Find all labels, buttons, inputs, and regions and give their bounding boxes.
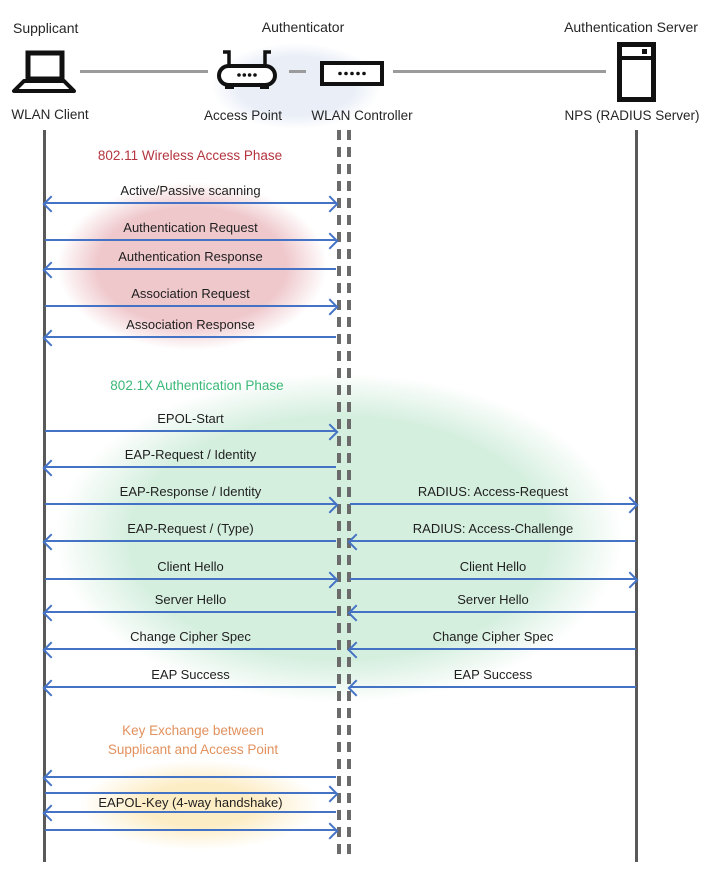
message-eapol-key-1	[42, 769, 336, 787]
arrow-line	[45, 268, 336, 270]
arrow-line	[45, 336, 336, 338]
role-supplicant: Supplicant	[13, 20, 79, 36]
message-label: EAP Success	[151, 667, 230, 682]
message-label: Active/Passive scanning	[120, 183, 261, 198]
arrow-line	[350, 503, 636, 505]
arrow-line	[45, 648, 336, 650]
phase3-title-line1: Key Exchange between	[122, 723, 264, 738]
connector-line	[393, 70, 606, 73]
message-authentication-request: Authentication Request	[45, 220, 339, 250]
message-client-hello-right: Client Hello	[350, 559, 639, 589]
message-association-request: Association Request	[45, 286, 339, 316]
connector-line	[80, 70, 208, 73]
message-label: EAP Success	[453, 667, 533, 682]
phase1-title: 802.11 Wireless Access Phase	[97, 148, 283, 163]
arrow-line	[45, 686, 336, 688]
message-eapol-key-3: EAPOL-Key (4-way handshake)	[42, 795, 336, 822]
message-label: EAP-Request / Identity	[124, 447, 257, 462]
message-label: EAP-Response / Identity	[119, 484, 262, 499]
message-label: EAP-Request / (Type)	[127, 521, 254, 536]
message-label: Authentication Response	[118, 249, 263, 264]
message-eapol-key-4	[45, 822, 339, 840]
arrow-line	[45, 466, 336, 468]
lifeline-authenticator-dashed-1	[337, 130, 341, 854]
message-label: Client Hello	[459, 559, 527, 574]
message-label: Server Hello	[457, 592, 529, 607]
phase3-title: Key Exchange between Supplicant and Acce…	[78, 721, 308, 759]
device-label-wlan-controller: WLAN Controller	[311, 108, 413, 123]
message-change-cipher-spec-right: Change Cipher Spec	[347, 629, 636, 659]
message-association-response: Association Response	[42, 317, 336, 347]
lifeline-authentication-server	[635, 130, 638, 862]
message-client-hello-left: Client Hello	[45, 559, 339, 589]
message-label: EAPOL-Key (4-way handshake)	[98, 795, 283, 810]
message-active-passive-scanning: Active/Passive scanning	[42, 183, 339, 213]
phase3-ellipse	[75, 758, 325, 852]
arrow-line	[350, 540, 636, 542]
message-label: Authentication Request	[123, 220, 258, 235]
message-label: Association Response	[126, 317, 255, 332]
arrow-line	[45, 430, 336, 432]
wlan-controller-icon	[320, 61, 384, 86]
arrow-line	[45, 540, 336, 542]
message-eap-request-type: EAP-Request / (Type)	[42, 521, 336, 551]
role-authenticator: Authenticator	[261, 19, 345, 35]
message-label: Server Hello	[154, 592, 227, 607]
message-label: Client Hello	[157, 559, 224, 574]
arrow-line	[350, 611, 636, 613]
phase2-title: 802.1X Authentication Phase	[110, 378, 284, 393]
laptop-icon	[12, 50, 76, 93]
message-server-hello-left: Server Hello	[42, 592, 336, 622]
message-change-cipher-spec-left: Change Cipher Spec	[42, 629, 336, 659]
message-epol-start: EPOL-Start	[45, 411, 339, 441]
arrow-line	[45, 811, 336, 813]
phase1-ellipse	[57, 182, 327, 350]
device-label-access-point: Access Point	[203, 108, 283, 123]
lifeline-supplicant	[43, 130, 46, 862]
message-label: Change Cipher Spec	[130, 629, 251, 644]
message-authentication-response: Authentication Response	[42, 249, 336, 279]
role-authentication-server: Authentication Server	[564, 19, 698, 35]
arrow-line	[45, 792, 336, 794]
arrow-line	[45, 578, 336, 580]
phase3-title-line2: Supplicant and Access Point	[107, 742, 279, 757]
message-radius-access-request: RADIUS: Access-Request	[350, 484, 639, 514]
connector-line	[289, 70, 306, 73]
arrow-line	[45, 776, 336, 778]
message-server-hello-right: Server Hello	[347, 592, 636, 622]
message-radius-access-challenge: RADIUS: Access-Challenge	[347, 521, 636, 551]
arrow-line	[350, 648, 636, 650]
arrow-line	[45, 202, 336, 204]
arrow-line	[45, 503, 336, 505]
access-point-icon	[217, 50, 277, 89]
server-icon	[617, 42, 656, 102]
device-label-nps-radius-server: NPS (RADIUS Server)	[564, 108, 700, 123]
arrow-line	[350, 686, 636, 688]
message-eapol-key-2	[45, 785, 339, 803]
lifeline-authenticator-dashed-2	[347, 130, 351, 854]
message-eap-success-left: EAP Success	[42, 667, 336, 697]
arrow-line	[45, 239, 336, 241]
message-label: RADIUS: Access-Request	[417, 484, 569, 499]
message-eap-response-identity: EAP-Response / Identity	[45, 484, 339, 514]
arrow-line	[45, 305, 336, 307]
message-label: Change Cipher Spec	[432, 629, 554, 644]
message-eap-success-right: EAP Success	[347, 667, 636, 697]
device-label-wlan-client: WLAN Client	[11, 107, 89, 122]
arrow-line	[45, 829, 336, 831]
message-label: EPOL-Start	[157, 411, 224, 426]
arrow-line	[45, 611, 336, 613]
arrow-line	[350, 578, 636, 580]
message-eap-request-identity: EAP-Request / Identity	[42, 447, 336, 477]
message-label: RADIUS: Access-Challenge	[412, 521, 574, 536]
message-label: Association Request	[131, 286, 250, 301]
